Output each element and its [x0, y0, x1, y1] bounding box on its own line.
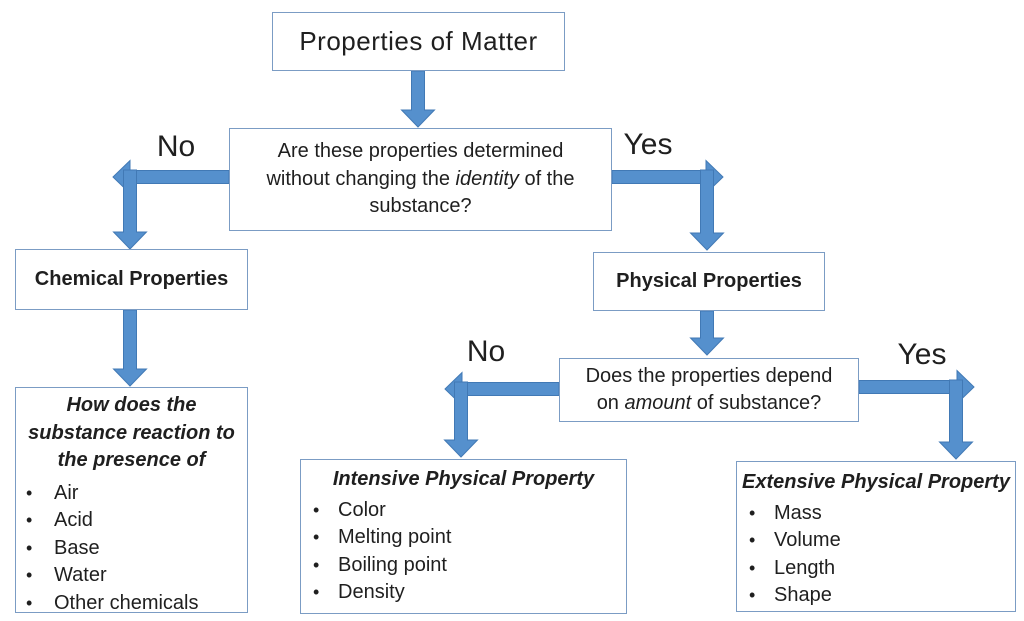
connector-q2-yes-vertical [938, 379, 974, 460]
question-text: without changing the [266, 167, 456, 190]
connector-title-to-q1 [400, 70, 436, 128]
list-item: • Water [16, 562, 247, 590]
list-item-label: Melting point [338, 526, 452, 548]
bullet-icon: • [313, 527, 320, 547]
list-item-label: Air [54, 481, 79, 504]
bullet-icon: • [749, 585, 756, 605]
list-item: • Color [301, 497, 626, 525]
list-item: • Other chemicals [16, 590, 247, 618]
extensive-heading: Extensive Physical Property [742, 471, 1010, 493]
list-item-label: Shape [774, 584, 832, 606]
node-title-label: Properties of Matter [299, 26, 538, 56]
list-item: • Air [16, 480, 247, 508]
question-text: Does the properties depend [585, 364, 833, 387]
branch-label-yes-amount: Yes [897, 338, 947, 371]
node-chemical-properties: Chemical Properties [15, 249, 248, 310]
question-text: substance? [369, 195, 472, 218]
question-line: on amount of substance? [597, 390, 822, 418]
bullet-icon: • [749, 557, 756, 578]
list-item: • Acid [16, 507, 247, 535]
list-item-label: Base [54, 536, 100, 559]
question-text: Are these properties determined [277, 140, 564, 163]
chemical-detail-list: • Air • Acid • Base • Water • Other chem… [16, 480, 247, 618]
list-item-label: Volume [774, 529, 841, 551]
list-item-label: Acid [54, 509, 93, 531]
list-item: • Shape [737, 582, 1015, 610]
bullet-icon: • [26, 510, 33, 530]
connector-chemical-to-how [112, 309, 148, 387]
bullet-icon: • [26, 537, 33, 558]
node-chemical-detail: How does the substance reaction to the pre… [15, 387, 248, 614]
node-question-amount: Does the properties depend on amount of … [559, 358, 859, 422]
list-item-label: Water [54, 564, 107, 586]
list-item-label: Mass [774, 501, 822, 524]
connector-q1-no-horizontal [112, 159, 230, 195]
list-item-label: Length [774, 556, 836, 579]
list-item-label: Color [338, 498, 386, 521]
extensive-list: • Mass • Volume • Length • Shape [737, 500, 1015, 610]
connector-q2-no-horizontal [444, 371, 560, 407]
list-item: • Melting point [301, 524, 626, 552]
list-item-label: Boiling point [338, 553, 447, 576]
list-item: • Density [301, 579, 626, 607]
intensive-list: • Color • Melting point • Boiling point … [301, 497, 626, 607]
question-line: Does the properties depend [586, 363, 833, 391]
heading-line: the presence of [57, 449, 206, 471]
connector-q1-yes-vertical [689, 169, 725, 251]
branch-label-no-identity: No [156, 130, 196, 163]
connector-q2-yes-horizontal [858, 369, 975, 405]
list-item-label: Other chemicals [54, 591, 199, 614]
node-extensive-property: Extensive Physical Property • Mass • Vol… [736, 461, 1016, 612]
node-physical-properties: Physical Properties [593, 252, 825, 311]
connector-q2-no-vertical [443, 381, 479, 458]
bullet-icon: • [26, 482, 33, 503]
question-text: of the [518, 167, 575, 190]
question-line: Are these properties determined [278, 138, 564, 166]
node-question-identity: Are these properties determined without … [229, 128, 612, 231]
emphasis-text: identity [455, 167, 519, 190]
list-item: • Mass [737, 500, 1015, 528]
bullet-icon: • [313, 554, 320, 575]
node-chemical-label: Chemical Properties [34, 268, 229, 290]
bullet-icon: • [749, 530, 756, 550]
connector-physical-to-q2 [689, 310, 725, 356]
bullet-icon: • [26, 565, 33, 585]
question-line: without changing the identity of the [266, 166, 574, 194]
node-intensive-property: Intensive Physical Property • Color • Me… [300, 459, 627, 614]
connector-q1-no-vertical [112, 169, 148, 250]
connector-q1-yes-horizontal [611, 159, 724, 195]
bullet-icon: • [26, 592, 33, 613]
bullet-icon: • [313, 499, 320, 520]
heading-line: substance reaction to [28, 421, 235, 444]
heading-line: How does the [66, 394, 197, 416]
bullet-icon: • [313, 582, 320, 602]
question-text: on [596, 392, 625, 414]
list-item: • Boiling point [301, 552, 626, 580]
list-item: • Length [737, 555, 1015, 583]
node-physical-label: Physical Properties [616, 270, 802, 292]
intensive-heading: Intensive Physical Property [332, 468, 595, 490]
branch-label-yes-identity: Yes [623, 128, 673, 161]
list-item: • Base [16, 535, 247, 563]
branch-label-no-amount: No [466, 335, 506, 368]
list-item-label: Density [338, 581, 405, 603]
list-item: • Volume [737, 527, 1015, 555]
bullet-icon: • [749, 502, 756, 523]
question-line: substance? [369, 193, 471, 221]
chemical-detail-heading: How does the substance reaction to the pre… [16, 392, 247, 475]
question-text: of substance? [691, 392, 822, 414]
node-properties-of-matter: Properties of Matter [272, 12, 565, 71]
emphasis-text: amount [624, 392, 692, 414]
